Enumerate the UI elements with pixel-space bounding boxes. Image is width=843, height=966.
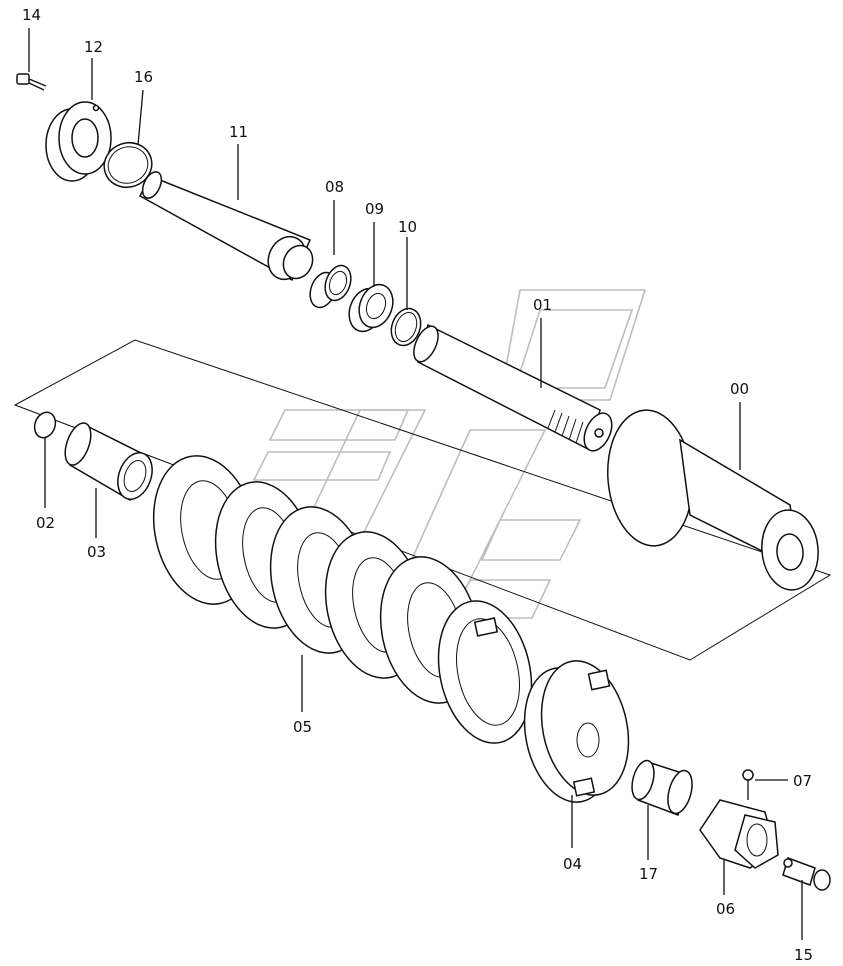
part-snap-ring-10	[390, 307, 422, 347]
label-02: 02	[36, 514, 55, 532]
label-15: 15	[794, 946, 813, 964]
part-bolt-14	[16, 73, 47, 91]
part-flange-12	[45, 101, 112, 182]
label-06: 06	[716, 900, 735, 918]
part-sleeve-03	[64, 422, 153, 502]
part-grease-fitting-15	[782, 857, 831, 891]
label-01: 01	[533, 296, 552, 314]
leader-lines	[28, 28, 803, 940]
label-08: 08	[325, 178, 344, 196]
part-screw-07	[742, 769, 754, 800]
label-10: 10	[398, 218, 417, 236]
label-05: 05	[293, 718, 312, 736]
part-shaft-11	[139, 171, 314, 282]
part-spring-05	[152, 455, 533, 744]
part-spring-seat-04	[523, 660, 630, 803]
part-o-ring-02	[33, 411, 57, 439]
label-07: 07	[793, 772, 812, 790]
label-04: 04	[563, 855, 582, 873]
part-bushing-17	[631, 759, 693, 816]
label-11: 11	[229, 123, 248, 141]
label-16: 16	[134, 68, 153, 86]
label-12: 12	[84, 38, 103, 56]
label-00: 00	[730, 380, 749, 398]
assembly-outline	[13, 339, 832, 661]
part-seal-09	[348, 283, 394, 333]
part-number-labels: 14 12 16 11 08 09 10 01 00 02 03 05 04 1…	[22, 6, 813, 964]
label-03: 03	[87, 543, 106, 561]
part-bushing-08	[309, 264, 352, 309]
part-cylinder-00	[606, 409, 819, 591]
label-17: 17	[639, 865, 658, 883]
label-14: 14	[22, 6, 41, 24]
part-rod-01	[413, 323, 613, 452]
part-o-ring-16	[103, 142, 153, 188]
label-09: 09	[365, 200, 384, 218]
part-nut-06	[699, 799, 779, 869]
